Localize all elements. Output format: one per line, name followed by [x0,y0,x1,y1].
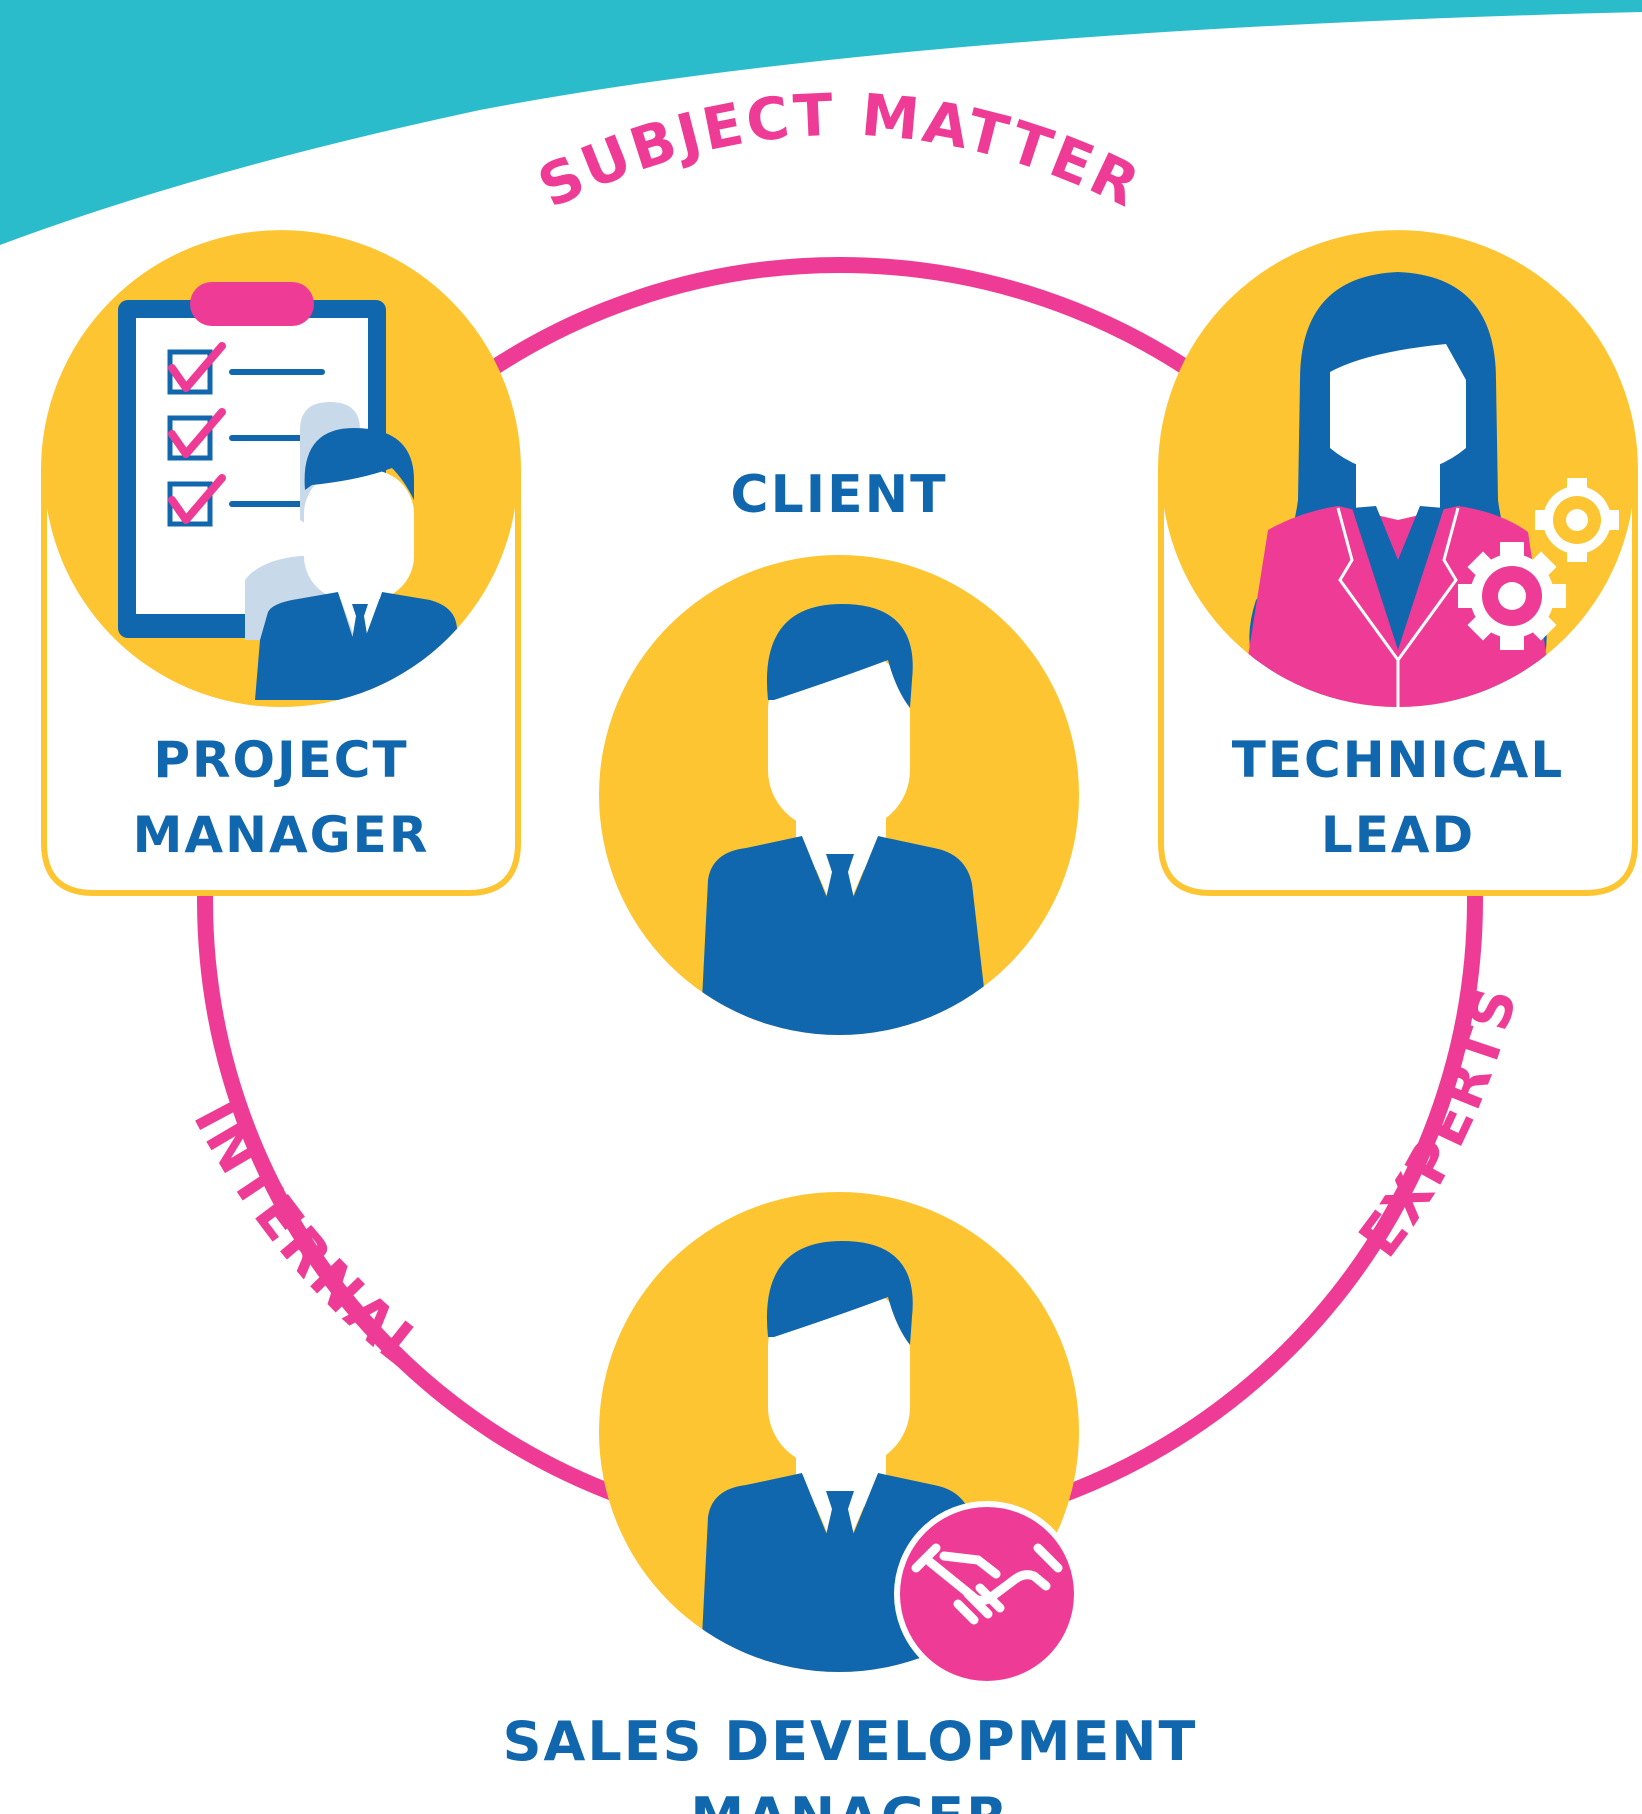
ring-label-right: EXPERTS [1347,978,1531,1269]
ring-label-top: SUBJECT MATTER [528,81,1152,222]
businessman-icon [599,555,1079,1035]
ring-label-left: INTERNAL [180,1092,438,1384]
handshake-icon [894,1501,1080,1687]
clipboard-checklist-icon [44,233,518,707]
technical-lead-card: TECHNICAL LEAD [1158,230,1638,896]
sales-development-manager-line1: SALES DEVELOPMENT [503,1710,1198,1773]
sales-development-manager-line2: MANAGER [690,1786,1009,1814]
technical-lead-line2: LEAD [1321,806,1475,864]
gear-icon [1458,542,1566,650]
client-role: CLIENT [599,465,1079,1035]
header-wave [0,0,1642,245]
project-manager-line2: MANAGER [133,806,430,864]
client-label: CLIENT [730,465,947,525]
project-manager-card: PROJECT MANAGER [41,230,521,896]
businesswoman-gears-icon [1161,233,1635,707]
small-gear-icon [1535,478,1619,562]
technical-lead-line1: TECHNICAL [1232,731,1565,789]
sales-development-manager-role: SALES DEVELOPMENT MANAGER [503,1192,1198,1814]
project-manager-line1: PROJECT [153,731,408,789]
